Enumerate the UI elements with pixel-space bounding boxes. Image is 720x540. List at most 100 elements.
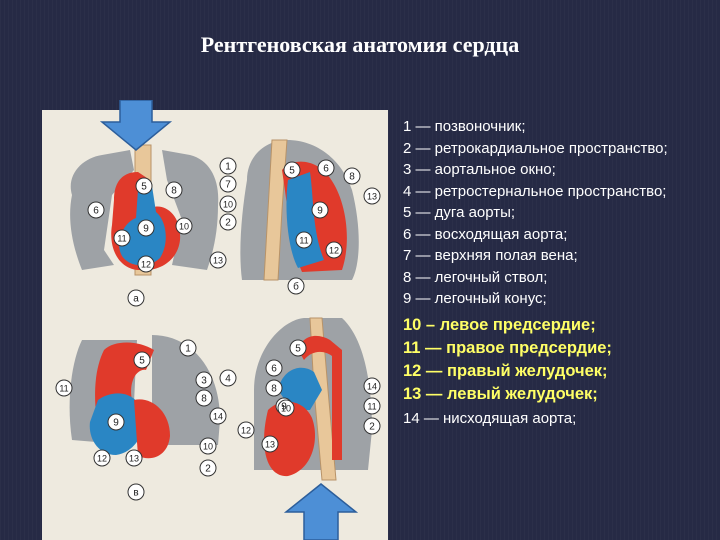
num-11 bbox=[295, 231, 313, 249]
num-11 bbox=[113, 229, 131, 247]
num-11 bbox=[363, 397, 381, 415]
num-10-label: 10 bbox=[223, 200, 233, 210]
num-9 bbox=[107, 413, 125, 431]
num-14 bbox=[209, 407, 227, 425]
num-11-label: 11 bbox=[367, 402, 376, 412]
num-5-label: 5 bbox=[289, 166, 295, 177]
num-12 bbox=[93, 449, 111, 467]
num-12 bbox=[237, 421, 255, 439]
panel-label-a bbox=[127, 289, 145, 307]
num-10 bbox=[277, 399, 295, 417]
num-5-label: 5 bbox=[295, 344, 301, 355]
num-3 bbox=[195, 371, 213, 389]
num-14-label: 14 bbox=[367, 382, 377, 392]
num-1 bbox=[179, 339, 197, 357]
panel-label-c bbox=[127, 483, 145, 501]
arrow-up-icon bbox=[283, 483, 359, 540]
num-8 bbox=[195, 389, 213, 407]
num-13 bbox=[363, 187, 381, 205]
num-11 bbox=[55, 379, 73, 397]
num-2 bbox=[219, 213, 237, 231]
num-12 bbox=[137, 255, 155, 273]
num-14-label: 14 bbox=[213, 412, 223, 422]
legend-list: 1 — позвоночник; 2 — ретрокардиальное про… bbox=[403, 116, 713, 429]
num-10-label: 10 bbox=[203, 442, 213, 452]
num-6 bbox=[87, 201, 105, 219]
num-4 bbox=[219, 369, 237, 387]
num-6 bbox=[317, 159, 335, 177]
num-2 bbox=[199, 459, 217, 477]
num-5 bbox=[135, 177, 153, 195]
num-12-label: 12 bbox=[241, 426, 251, 436]
num-12-label: 12 bbox=[329, 246, 339, 256]
legend-item: 2 — ретрокардиальное пространство; bbox=[403, 139, 668, 157]
legend-item: 14 — нисходящая аорта; bbox=[403, 409, 577, 427]
panel-label-c-label: в bbox=[133, 488, 138, 499]
num-14 bbox=[363, 377, 381, 395]
panel-label-b-label: б bbox=[293, 281, 299, 293]
legend-item: 10 – левое предсердие; bbox=[403, 315, 596, 334]
num-6 bbox=[265, 359, 283, 377]
num-2-label: 2 bbox=[205, 464, 211, 475]
num-1 bbox=[219, 157, 237, 175]
legend-item: 1 — позвоночник; bbox=[403, 118, 526, 135]
legend-item: 11 — правое предсердие; bbox=[403, 338, 612, 357]
num-13 bbox=[209, 251, 227, 269]
num-13 bbox=[125, 449, 143, 467]
legend-item: 6 — восходящая аорта; bbox=[403, 225, 568, 243]
arrow-down-icon bbox=[99, 100, 173, 151]
lung-right bbox=[162, 150, 219, 270]
legend-item: 7 — верхняя полая вена; bbox=[403, 247, 578, 264]
legend-item: 12 — правый желудочек; bbox=[403, 361, 608, 380]
num-2-label: 2 bbox=[225, 218, 231, 229]
lung-right bbox=[152, 335, 220, 445]
legend-item: 4 — ретростернальное пространство; bbox=[403, 182, 667, 200]
panel-label-a-label: а bbox=[133, 294, 139, 305]
num-13-label: 13 bbox=[367, 192, 377, 202]
num-10-label: 10 bbox=[179, 222, 189, 232]
legend-item: 13 — левый желудочек; bbox=[403, 384, 598, 403]
num-13-label: 13 bbox=[129, 454, 139, 464]
num-9 bbox=[137, 219, 155, 237]
heart-red-2 bbox=[134, 399, 170, 459]
num-8 bbox=[343, 167, 361, 185]
num-5-label: 5 bbox=[139, 356, 145, 367]
num-2 bbox=[363, 417, 381, 435]
num-12 bbox=[325, 241, 343, 259]
num-1-label: 1 bbox=[185, 344, 191, 355]
heart-blue bbox=[286, 172, 324, 268]
num-9-label: 9 bbox=[113, 418, 119, 429]
num-5 bbox=[283, 161, 301, 179]
num-13 bbox=[261, 435, 279, 453]
legend-item: 5 — дуга аорты; bbox=[403, 204, 516, 221]
num-13-label: 13 bbox=[265, 440, 275, 450]
num-3-label: 3 bbox=[201, 376, 207, 387]
num-5 bbox=[289, 339, 307, 357]
num-11-label: 11 bbox=[117, 234, 126, 244]
num-8-label: 8 bbox=[271, 384, 277, 395]
num-10 bbox=[219, 195, 237, 213]
num-8-label: 8 bbox=[349, 172, 355, 183]
num-7 bbox=[219, 175, 237, 193]
num-13-label: 13 bbox=[213, 256, 223, 266]
num-6-label: 6 bbox=[323, 164, 329, 175]
num-4-label: 4 bbox=[225, 374, 231, 385]
num-8-label: 8 bbox=[171, 186, 177, 197]
num-9-label: 9 bbox=[281, 402, 287, 413]
num-10-label: 10 bbox=[281, 404, 291, 414]
slide-title: Рентгеновская анатомия сердца bbox=[200, 32, 520, 57]
num-9-label: 9 bbox=[143, 224, 149, 235]
num-2-label: 2 bbox=[369, 422, 375, 433]
num-6-label: 6 bbox=[271, 364, 277, 375]
num-7-label: 7 bbox=[225, 180, 231, 191]
num-11-label: 11 bbox=[299, 236, 308, 246]
num-8 bbox=[165, 181, 183, 199]
num-9 bbox=[311, 201, 329, 219]
legend-item: 9 — легочный конус; bbox=[403, 290, 547, 307]
